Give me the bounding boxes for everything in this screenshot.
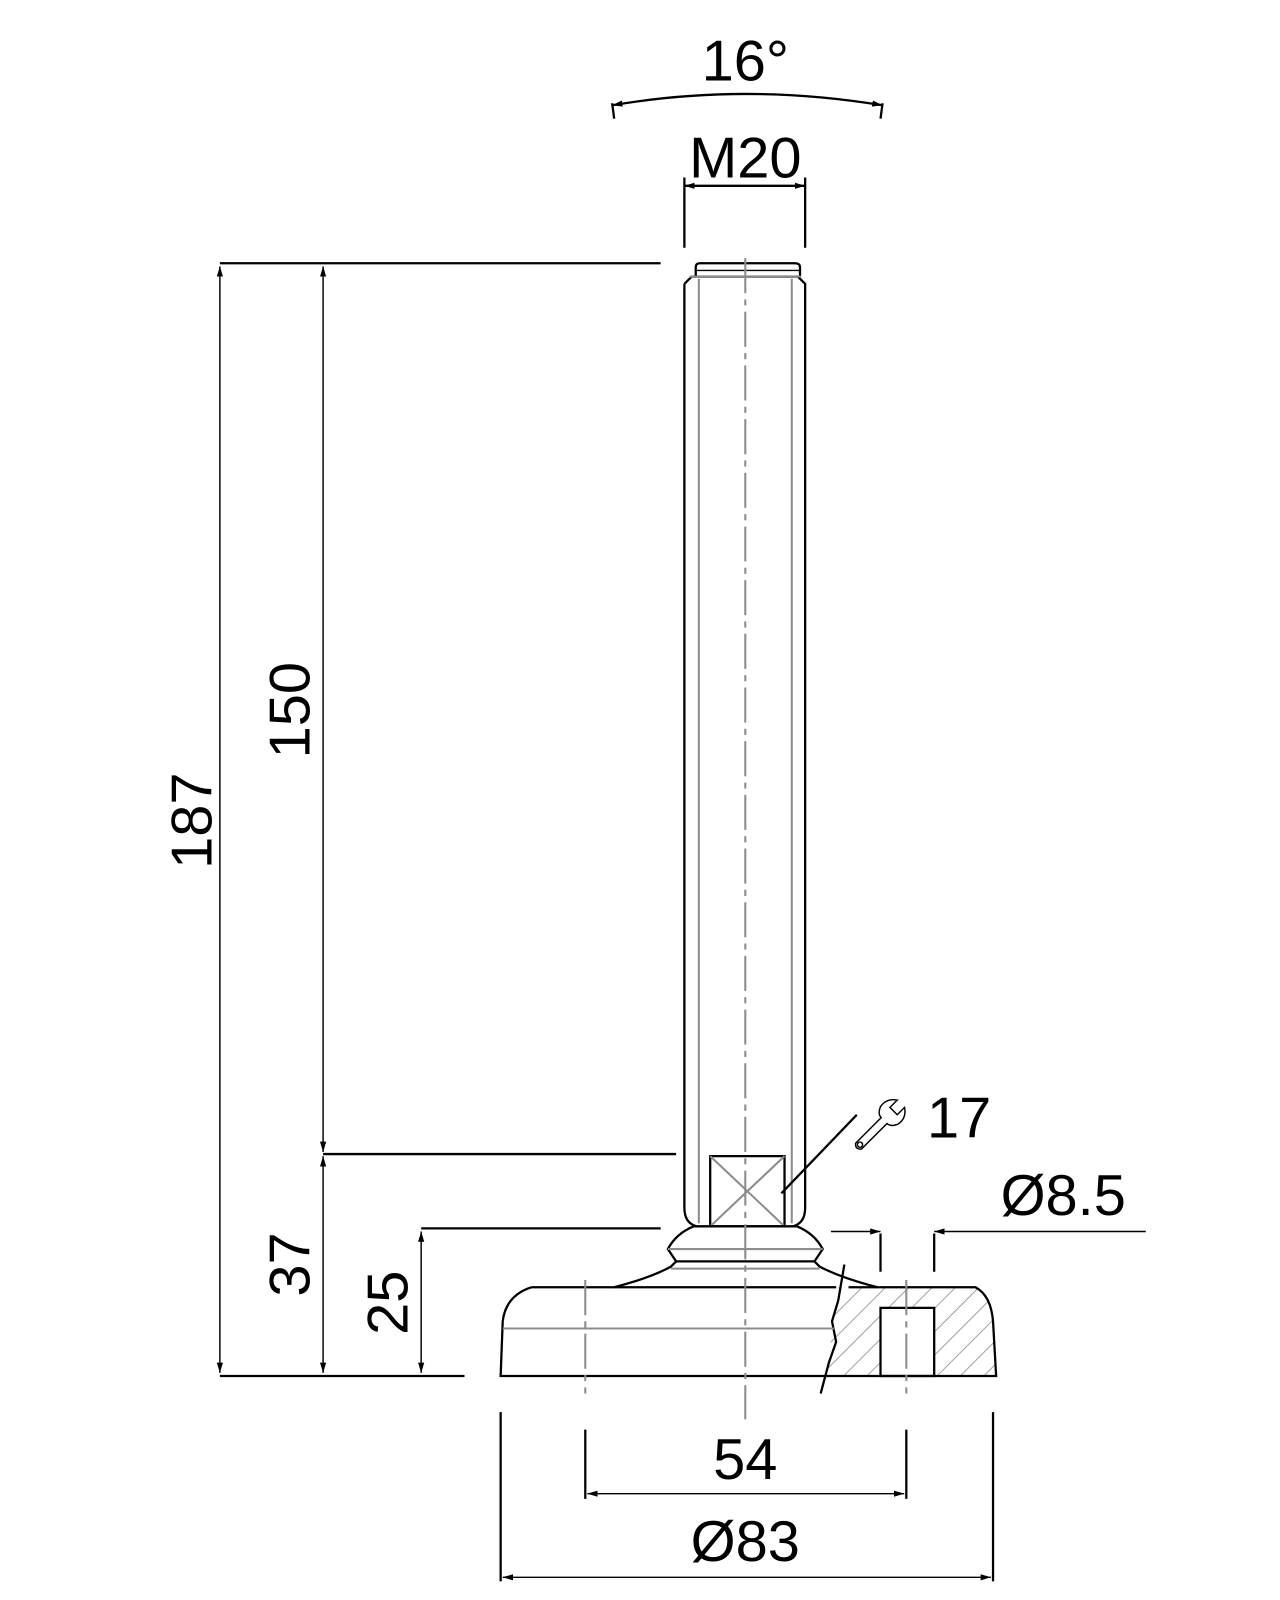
height-dimensions: 187 150 37 25 — [161, 262, 677, 1378]
base-height-label: 37 — [259, 1232, 323, 1296]
tilt-angle-label: 16° — [702, 30, 789, 94]
hole-diameter-dimension: Ø8.5 — [830, 1164, 1146, 1272]
thread-length-label: 150 — [259, 662, 323, 758]
hole-diameter-label: Ø8.5 — [1001, 1164, 1126, 1228]
overall-height-label: 187 — [161, 772, 225, 868]
wrench-flats — [709, 1154, 786, 1228]
hole-spacing-dimension: 54 — [584, 1428, 908, 1499]
hole-spacing-label: 54 — [713, 1428, 777, 1492]
ball-joint-collar — [613, 1225, 878, 1289]
base-diameter-dimension: Ø83 — [499, 1412, 995, 1582]
wrench-icon — [854, 1098, 906, 1150]
tilt-angle-dimension: 16° — [611, 30, 884, 119]
foot-height-label: 25 — [357, 1271, 421, 1335]
base-diameter-label: Ø83 — [691, 1510, 800, 1574]
wrench-callout: 17 — [780, 1087, 991, 1195]
thread-label: M20 — [689, 127, 801, 191]
thread-dimension: M20 — [683, 127, 807, 248]
base-foot — [499, 1264, 998, 1394]
wrench-size-label: 17 — [927, 1087, 991, 1151]
